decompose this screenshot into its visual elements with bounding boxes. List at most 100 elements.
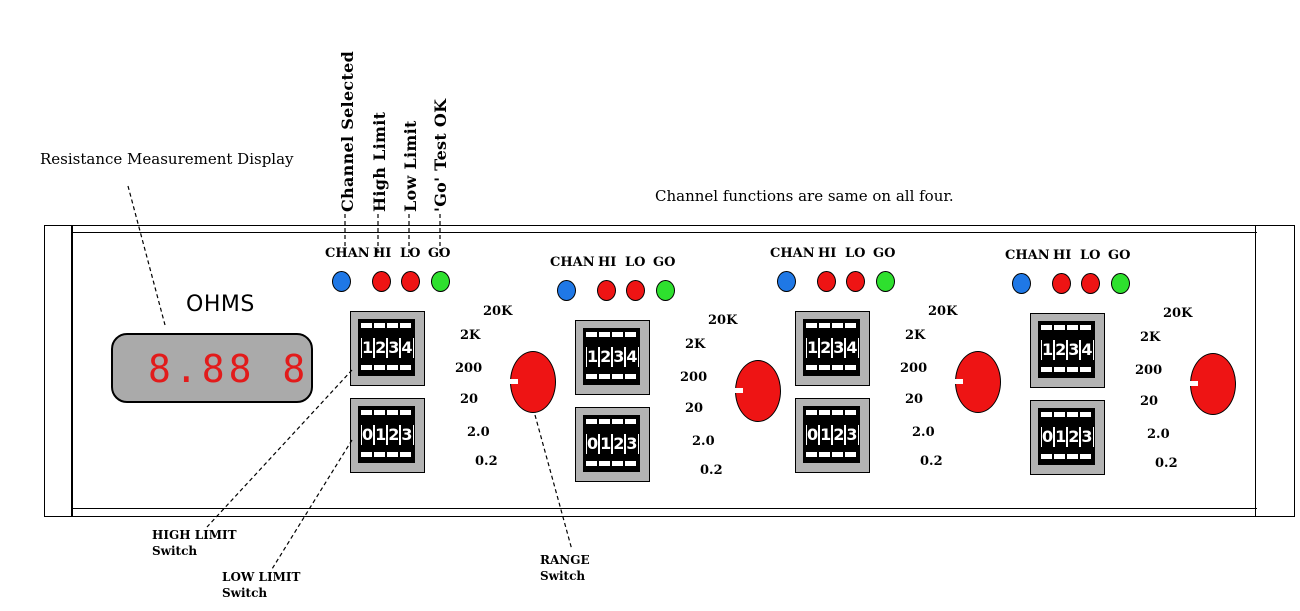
range-label: 2K	[905, 328, 926, 343]
range-label: 0.2	[475, 454, 498, 469]
high-limit-switch-note: HIGH LIMIT Switch	[152, 527, 237, 559]
led-label-go: GO	[428, 246, 451, 261]
range-switch-knob[interactable]	[954, 351, 1001, 413]
low-limit-label: Low Limit	[401, 120, 420, 212]
thumbwheel-digit: 3	[625, 434, 639, 454]
hi-led	[817, 271, 836, 292]
range-label: 20K	[483, 304, 513, 319]
thumbwheel-digit: 3	[1080, 427, 1094, 447]
thumbwheel-digit: 1	[374, 425, 388, 445]
range-switch-knob[interactable]	[509, 351, 556, 413]
range-label: 0.2	[1155, 456, 1178, 471]
range-label: 20K	[928, 304, 958, 319]
go-led	[656, 280, 675, 301]
knob-pointer	[1189, 381, 1198, 386]
thumbwheel-digit: 0	[361, 425, 375, 445]
led-label-go: GO	[653, 255, 676, 270]
display-callout-label: Resistance Measurement Display	[40, 150, 294, 168]
thumbwheel-digit: 1	[599, 434, 613, 454]
chan-led	[1012, 273, 1031, 294]
led-label-hi: HI	[598, 255, 617, 270]
range-label: 200	[1135, 363, 1163, 378]
range-label: 2.0	[1147, 427, 1170, 442]
high-limit-label: High Limit	[370, 111, 389, 212]
channel-functions-note: Channel functions are same on all four.	[655, 187, 954, 205]
right-rack-ear	[1255, 225, 1295, 517]
thumbwheel-digit: 2	[612, 434, 626, 454]
range-label: 2.0	[692, 434, 715, 449]
lo-led	[626, 280, 645, 301]
panel-bottom-line	[72, 508, 1257, 509]
led-label-hi: HI	[818, 246, 837, 261]
range-label: 2K	[1140, 330, 1161, 345]
thumbwheel-digit: 2	[1067, 427, 1081, 447]
thumbwheel-digit: 3	[612, 347, 626, 367]
range-switch-knob[interactable]	[1189, 353, 1236, 415]
low-switch-line-2: Switch	[222, 586, 268, 600]
range-switch-line-1: RANGE	[540, 553, 590, 567]
range-switch-note: RANGE Switch	[540, 552, 590, 584]
thumbwheel-digit: 3	[387, 338, 401, 358]
go-led	[1111, 273, 1130, 294]
thumbwheel-digit: 1	[361, 338, 375, 358]
hi-led	[597, 280, 616, 301]
thumbwheel-ridges	[1038, 454, 1095, 460]
thumbwheel-ridges	[358, 452, 415, 458]
thumbwheel-digit: 2	[1054, 340, 1068, 360]
range-label: 200	[455, 361, 483, 376]
thumbwheel-digit: 2	[374, 338, 388, 358]
chan-led	[332, 271, 351, 292]
range-label: 2.0	[467, 425, 490, 440]
thumbwheel-ridges	[803, 452, 860, 458]
range-switch-line-2: Switch	[540, 569, 586, 583]
thumbwheel-ridges	[583, 374, 640, 380]
thumbwheel-ridges	[1038, 367, 1095, 373]
thumbwheel-digit: 4	[845, 338, 859, 358]
display-digits: 8.88 8	[148, 347, 310, 391]
thumbwheel-ridges	[583, 419, 640, 425]
led-label-lo: LO	[1080, 248, 1101, 263]
lo-led	[1081, 273, 1100, 294]
knob-pointer	[509, 379, 518, 384]
range-label: 0.2	[920, 454, 943, 469]
thumbwheel-ridges	[803, 410, 860, 416]
thumbwheel-digit: 1	[586, 347, 600, 367]
range-label: 0.2	[700, 463, 723, 478]
lo-led	[401, 271, 420, 292]
led-label-hi: HI	[1053, 248, 1072, 263]
thumbwheel-digit: 1	[1041, 340, 1055, 360]
thumbwheel-digit: 4	[625, 347, 639, 367]
thumbwheel-digit: 0	[1041, 427, 1055, 447]
range-label: 20	[460, 392, 479, 407]
range-switch-knob[interactable]	[734, 360, 781, 422]
thumbwheel-ridges	[1038, 325, 1095, 331]
led-label-chan: CHAN	[770, 246, 815, 261]
led-label-lo: LO	[625, 255, 646, 270]
thumbwheel-digit: 3	[400, 425, 414, 445]
go-led	[876, 271, 895, 292]
led-label-lo: LO	[400, 246, 421, 261]
thumbwheel-digit: 1	[806, 338, 820, 358]
thumbwheel-digit: 4	[1080, 340, 1094, 360]
thumbwheel-digit: 2	[599, 347, 613, 367]
led-label-chan: CHAN	[325, 246, 370, 261]
